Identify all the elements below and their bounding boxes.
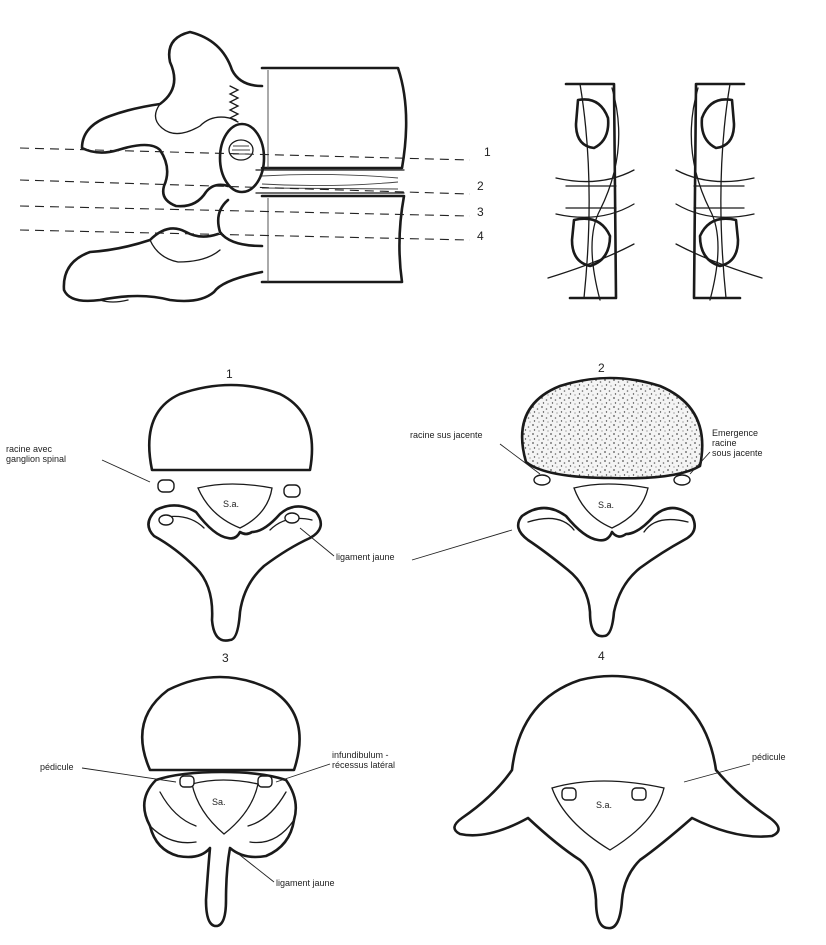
axial-section-4: S.a. (454, 676, 778, 928)
label-ligament-jaune-1: ligament jaune (336, 552, 395, 562)
left-upper-pedicle (576, 99, 608, 148)
label-recessus-lateral: récessus latéral (332, 760, 395, 770)
section-1-title: 1 (226, 367, 233, 381)
intervertebral-foramen (220, 124, 264, 192)
pedicle-left-3 (180, 776, 194, 787)
root-with-ganglion-right (284, 485, 300, 497)
label-pedicule-3: pédicule (40, 762, 74, 772)
label-ligament-jaune-3: ligament jaune (276, 878, 335, 888)
label-infundibulum: infundibulum - (332, 750, 389, 760)
vertebral-body-3 (142, 677, 299, 770)
canal-label-3: Sa. (212, 797, 226, 807)
pedicle-right-4 (632, 788, 646, 800)
level-marker-2: 2 (477, 179, 484, 193)
label-pedicule-4: pédicule (752, 752, 786, 762)
axial-section-1: S.a. (148, 385, 320, 641)
axial-section-2: S.a. (518, 378, 702, 636)
label-racine-avec: racine avec (6, 444, 53, 454)
lateral-view (20, 32, 470, 302)
canal-label-4: S.a. (596, 800, 612, 810)
level-marker-4: 4 (477, 229, 484, 243)
canal-label-1: S.a. (223, 499, 239, 509)
level-marker-3: 3 (477, 205, 484, 219)
label-sous-jacente: sous jacente (712, 448, 763, 458)
canal-label-2: S.a. (598, 500, 614, 510)
axial-section-3: Sa. (142, 677, 299, 926)
root-with-ganglion-left (158, 480, 174, 492)
left-lower-pedicle (572, 219, 610, 266)
lower-root-section-2 (674, 475, 690, 485)
section-2-title: 2 (598, 361, 605, 375)
label-racine-sus-jacente: racine sus jacente (410, 430, 483, 440)
section-4-title: 4 (598, 649, 605, 663)
facet-joint-hatching (230, 86, 238, 122)
vertebral-outline-4 (454, 676, 778, 928)
right-upper-pedicle (702, 99, 734, 148)
lower-posterior-arch (64, 200, 262, 301)
lower-vertebral-body (262, 196, 404, 282)
section-3-title: 3 (222, 651, 229, 665)
posterior-canal-view (548, 84, 762, 300)
vertebral-body-1 (149, 385, 312, 470)
upper-vertebral-body (262, 68, 406, 168)
intervertebral-disc (256, 170, 404, 193)
label-emergence: Emergence (712, 428, 758, 438)
pedicle-right-3 (258, 776, 272, 787)
disc-section-2 (522, 378, 702, 478)
right-lower-pedicle (700, 219, 738, 266)
pedicle-left-4 (562, 788, 576, 800)
level-line-4 (20, 230, 470, 240)
level-marker-1: 1 (484, 145, 491, 159)
label-racine: racine (712, 438, 737, 448)
label-ganglion-spinal: ganglion spinal (6, 454, 66, 464)
upper-root-section-2 (534, 475, 550, 485)
neural-arch-3 (144, 772, 296, 926)
neural-arch-2 (518, 508, 695, 636)
